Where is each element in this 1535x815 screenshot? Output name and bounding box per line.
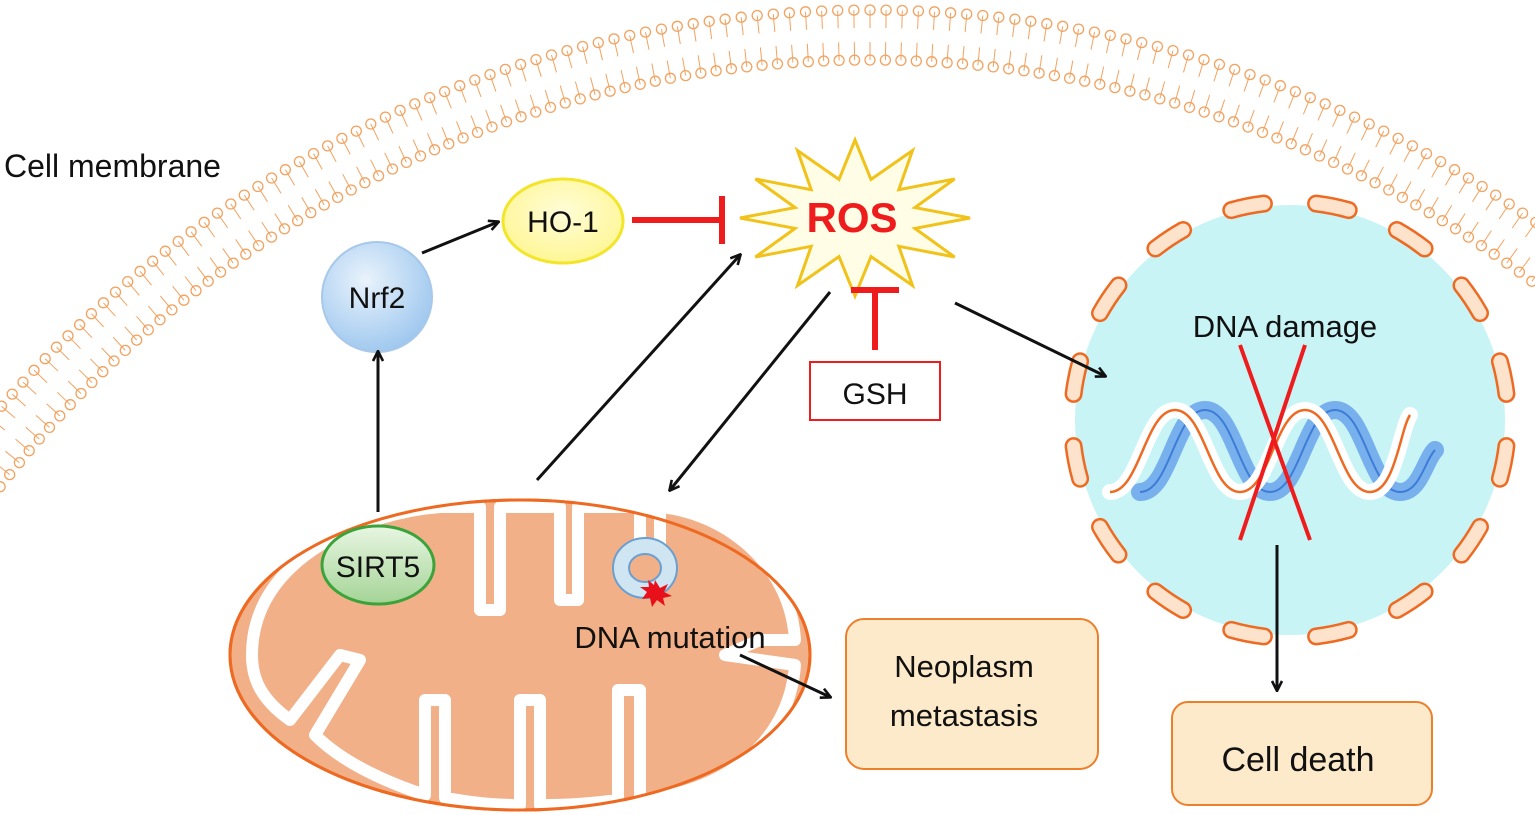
mtdna-ring-icon bbox=[612, 537, 678, 607]
nuclear-envelope-segment bbox=[1148, 223, 1190, 255]
neoplasm-label: Neoplasm bbox=[894, 649, 1034, 684]
neoplasm-metastasis-box: Neoplasm metastasis bbox=[845, 618, 1099, 770]
cell-death-box: Cell death bbox=[1171, 701, 1433, 806]
sirt5-label: SIRT5 bbox=[336, 551, 420, 584]
sirt5-node: SIRT5 bbox=[320, 524, 436, 606]
nrf2-to-ho1-arrow bbox=[421, 222, 498, 255]
cell-membrane bbox=[0, 4, 1535, 493]
dna-damage-cross-icon bbox=[1238, 344, 1312, 541]
ros-to-nucleus-arrow bbox=[954, 301, 1105, 376]
nuclear-envelope-segment bbox=[1067, 354, 1087, 401]
cell-membrane-label: Cell membrane bbox=[4, 148, 221, 184]
ros-node: ROS bbox=[739, 136, 971, 300]
nuclear-envelope-segment bbox=[1067, 439, 1087, 486]
nuclear-envelope-segment bbox=[1309, 623, 1356, 643]
nuclear-envelope-segment bbox=[1390, 223, 1432, 255]
nuclear-envelope bbox=[1064, 194, 1516, 646]
ho1-label: HO-1 bbox=[527, 206, 599, 239]
gsh-node: GSH bbox=[809, 361, 941, 421]
nuclear-envelope-segment bbox=[1093, 278, 1125, 320]
nuclear-envelope-segment bbox=[1148, 585, 1190, 617]
mutation-to-neoplasm-arrow bbox=[739, 653, 830, 697]
ho1-inhibits-ros-bar bbox=[632, 196, 725, 244]
ros-to-mitochondria-arrow bbox=[670, 291, 832, 490]
cell-death-label: Cell death bbox=[1221, 741, 1374, 779]
dna-mutation-label: DNA mutation bbox=[574, 620, 765, 655]
nrf2-node: Nrf2 bbox=[321, 241, 433, 353]
gsh-label: GSH bbox=[842, 378, 907, 411]
ho1-node: HO-1 bbox=[501, 177, 625, 265]
mitochondria-to-ros-arrow bbox=[535, 255, 740, 482]
metastasis-label: metastasis bbox=[890, 698, 1038, 733]
ros-burst-icon bbox=[739, 136, 971, 300]
dna-helix-icon bbox=[1102, 400, 1444, 502]
nuclear-envelope-segment bbox=[1093, 520, 1125, 562]
gsh-inhibits-ros-bar bbox=[851, 287, 899, 350]
mutation-burst-icon bbox=[640, 580, 672, 607]
nuclear-envelope-segment bbox=[1493, 439, 1513, 486]
nuclear-envelope-segment bbox=[1224, 623, 1271, 643]
nuclear-envelope-segment bbox=[1224, 197, 1271, 217]
dna-damage-label: DNA damage bbox=[1193, 309, 1377, 344]
nuclear-envelope-segment bbox=[1455, 520, 1487, 562]
nrf2-label: Nrf2 bbox=[349, 282, 406, 315]
mitochondrion bbox=[228, 498, 812, 812]
nuclear-envelope-segment bbox=[1390, 585, 1432, 617]
ros-label: ROS bbox=[806, 194, 897, 241]
nuclear-envelope-segment bbox=[1455, 278, 1487, 320]
nuclear-envelope-segment bbox=[1493, 354, 1513, 401]
nuclear-envelope-segment bbox=[1309, 197, 1356, 217]
